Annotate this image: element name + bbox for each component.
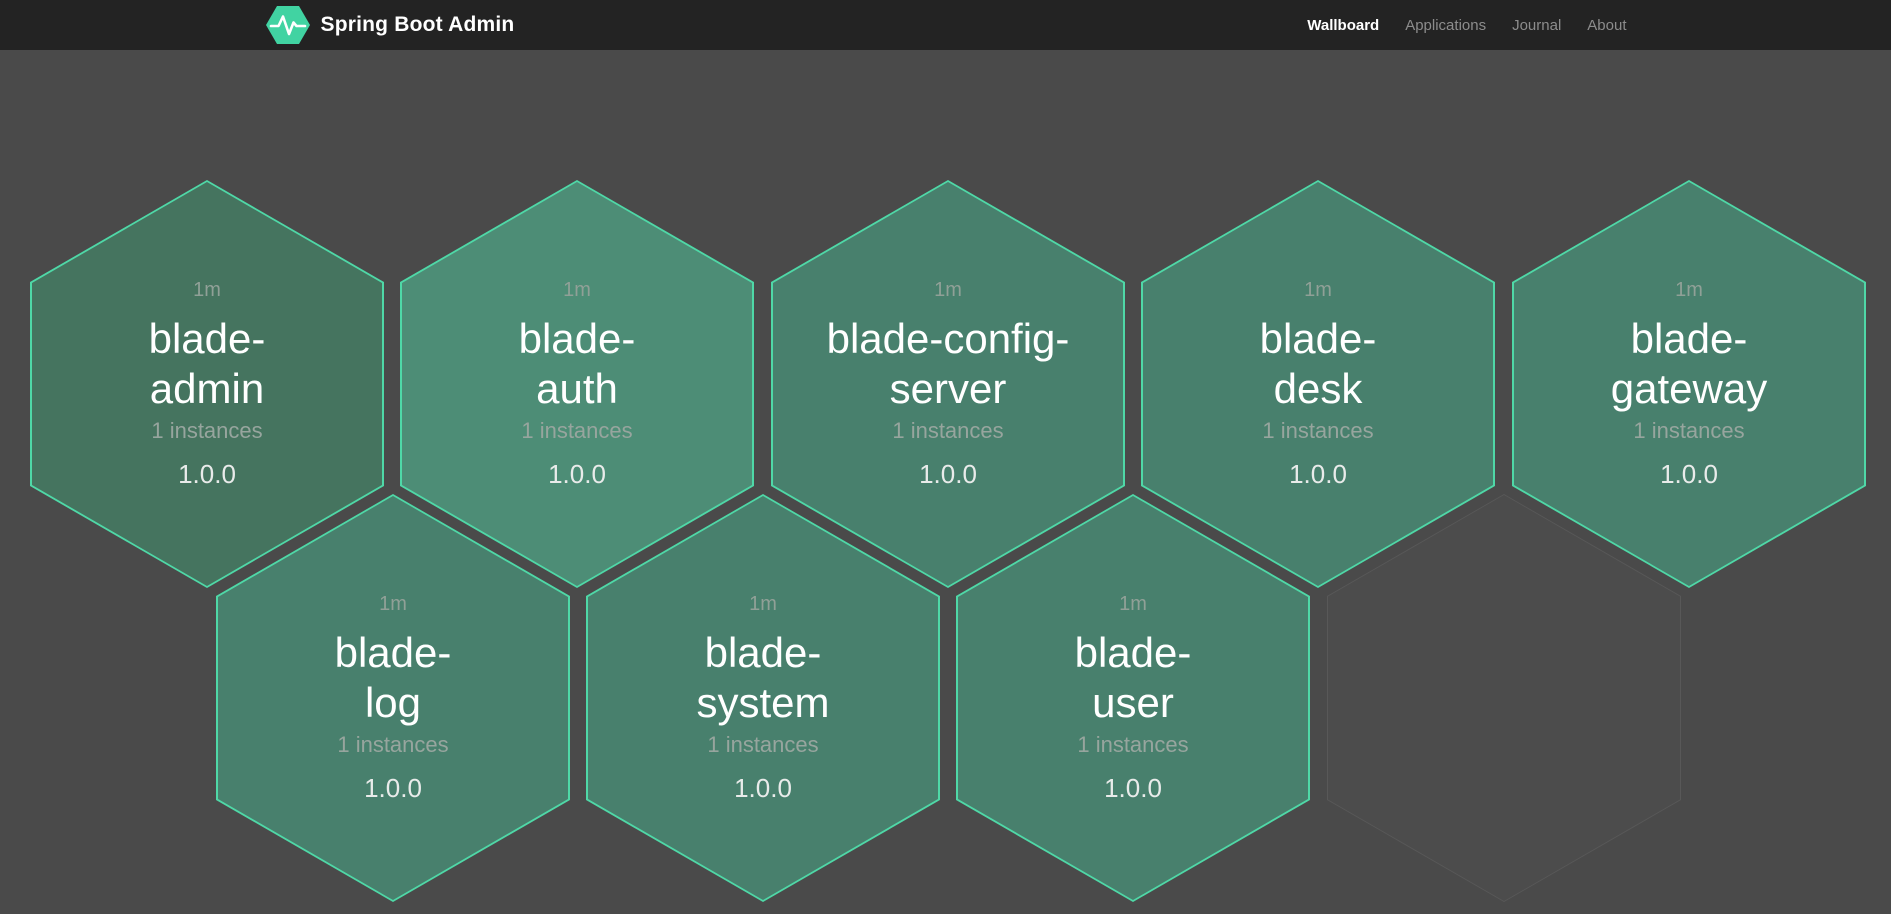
version-label: 1.0.0 (734, 773, 792, 803)
uptime-label: 1m (1119, 593, 1147, 615)
hexagon-tile-blade-user[interactable]: 1m blade- user 1 instances 1.0.0 (956, 494, 1310, 902)
app-title: Spring Boot Admin (320, 13, 515, 36)
wallboard-grid: 1m blade- admin 1 instances 1.0.0 1m bla… (0, 50, 1891, 914)
instances-count: 1 instances (707, 732, 819, 757)
application-name-line1: blade- (518, 315, 636, 362)
application-name-line2: desk (1273, 365, 1363, 412)
uptime-label: 1m (934, 279, 962, 301)
instances-count: 1 instances (892, 418, 1004, 443)
hexagon-tile-blade-gateway[interactable]: 1m blade- gateway 1 instances 1.0.0 (1512, 180, 1866, 588)
instances-count: 1 instances (1077, 732, 1189, 757)
hexagon-tile-blade-system[interactable]: 1m blade- system 1 instances 1.0.0 (586, 494, 940, 902)
version-label: 1.0.0 (178, 459, 236, 489)
uptime-label: 1m (1304, 279, 1332, 301)
hexagon-tile-empty (1327, 494, 1681, 902)
hexagon-tile-body: 1m blade- auth 1 instances 1.0.0 (402, 182, 752, 586)
application-name-line2: user (1092, 679, 1174, 726)
hexagon-tile-body: 1m blade- desk 1 instances 1.0.0 (1143, 182, 1493, 586)
application-name-line1: blade- (1074, 629, 1192, 676)
navbar-container: Spring Boot Admin Wallboard Applications… (265, 0, 1627, 50)
instances-count: 1 instances (1262, 418, 1374, 443)
application-name-line1: blade- (334, 629, 452, 676)
brand-link[interactable]: Spring Boot Admin (265, 5, 515, 45)
application-name-line2: log (364, 679, 422, 726)
hexagon-tile-blade-config-server[interactable]: 1m blade-config- server 1 instances 1.0.… (771, 180, 1125, 588)
application-name-line2: auth (536, 365, 618, 412)
hexagon-tile-body: 1m blade-config- server 1 instances 1.0.… (773, 182, 1123, 586)
nav-item-applications[interactable]: Applications (1405, 16, 1487, 34)
main-nav: Wallboard Applications Journal About (1307, 17, 1626, 34)
application-name-line2: system (696, 679, 830, 726)
hexagon-tile-body: 1m blade- system 1 instances 1.0.0 (588, 496, 938, 900)
hexagon-tile-blade-desk[interactable]: 1m blade- desk 1 instances 1.0.0 (1141, 180, 1495, 588)
top-navbar: Spring Boot Admin Wallboard Applications… (0, 0, 1891, 50)
application-name: blade-config- server (827, 314, 1070, 414)
uptime-label: 1m (749, 593, 777, 615)
application-name-line2: gateway (1610, 365, 1768, 412)
hexagon-tile-blade-auth[interactable]: 1m blade- auth 1 instances 1.0.0 (400, 180, 754, 588)
application-name-line1: blade- (1630, 315, 1748, 362)
version-label: 1.0.0 (548, 459, 606, 489)
instances-count: 1 instances (151, 418, 263, 443)
application-name: blade- log (335, 628, 452, 728)
application-name-line1: blade- (148, 315, 266, 362)
nav-item-journal[interactable]: Journal (1512, 16, 1562, 34)
hexagon-tile-body: 1m blade- user 1 instances 1.0.0 (958, 496, 1308, 900)
hexagon-tile-body: 1m blade- gateway 1 instances 1.0.0 (1514, 182, 1864, 586)
uptime-label: 1m (193, 279, 221, 301)
application-name-line2: server (889, 365, 1007, 412)
version-label: 1.0.0 (1104, 773, 1162, 803)
application-name: blade- admin (149, 314, 266, 414)
version-label: 1.0.0 (919, 459, 977, 489)
application-name-line1: blade-config- (826, 315, 1070, 362)
uptime-label: 1m (379, 593, 407, 615)
application-name: blade- user (1075, 628, 1192, 728)
instances-count: 1 instances (337, 732, 449, 757)
nav-item-wallboard[interactable]: Wallboard (1307, 16, 1380, 34)
application-name-line1: blade- (1259, 315, 1377, 362)
spring-boot-admin-logo-icon (265, 6, 310, 44)
application-name: blade- desk (1260, 314, 1377, 414)
uptime-label: 1m (563, 279, 591, 301)
application-name: blade- auth (519, 314, 636, 414)
hexagon-tile-body: 1m blade- log 1 instances 1.0.0 (218, 496, 568, 900)
uptime-label: 1m (1675, 279, 1703, 301)
hexagon-tile-body: 1m blade- admin 1 instances 1.0.0 (32, 182, 382, 586)
empty-hexagon-body (1328, 495, 1680, 901)
application-name-line2: admin (149, 365, 265, 412)
instances-count: 1 instances (1633, 418, 1745, 443)
hexagon-tile-blade-log[interactable]: 1m blade- log 1 instances 1.0.0 (216, 494, 570, 902)
version-label: 1.0.0 (364, 773, 422, 803)
application-name: blade- system (696, 628, 829, 728)
hexagon-tile-blade-admin[interactable]: 1m blade- admin 1 instances 1.0.0 (30, 180, 384, 588)
instances-count: 1 instances (521, 418, 633, 443)
version-label: 1.0.0 (1660, 459, 1718, 489)
application-name: blade- gateway (1611, 314, 1767, 414)
nav-item-about[interactable]: About (1587, 16, 1627, 34)
application-name-line1: blade- (704, 629, 822, 676)
version-label: 1.0.0 (1289, 459, 1347, 489)
